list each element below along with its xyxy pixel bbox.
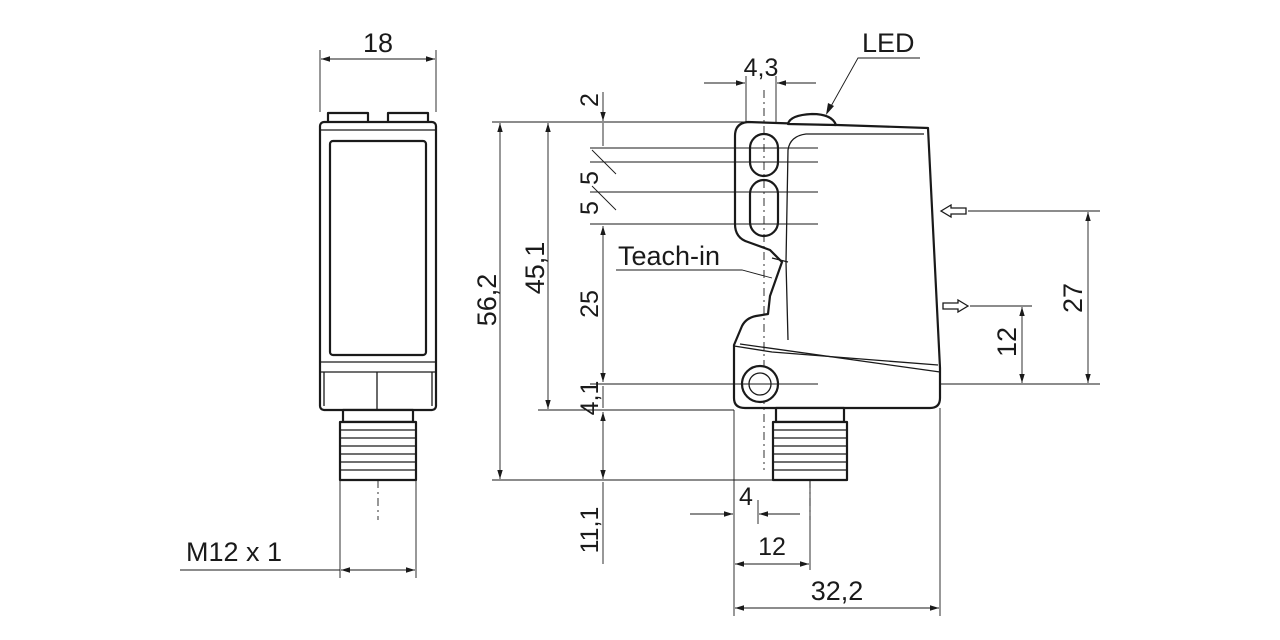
dim-conn-offset: 4	[739, 483, 753, 511]
dim-window-2: 5	[576, 201, 604, 215]
teach-in-label: Teach-in	[618, 241, 720, 271]
dim-beam-height-1: 27	[1058, 283, 1088, 313]
side-housing	[732, 120, 942, 410]
beam-out-arrow	[942, 298, 970, 314]
dim-teach-offset: 25	[576, 290, 604, 318]
thread-label: M12 x 1	[186, 537, 282, 567]
dim-height-total: 56,2	[472, 274, 502, 327]
front-width-label: 18	[363, 28, 393, 58]
front-housing	[318, 120, 438, 412]
front-connector-neck	[341, 408, 415, 424]
led-indicator	[786, 112, 838, 127]
dim-top-width: 4,3	[744, 54, 779, 82]
led-label: LED	[862, 28, 915, 58]
dim-top-offset: 2	[576, 93, 604, 107]
dim-connector-length: 11,1	[576, 507, 604, 554]
dim-height-inner: 45,1	[520, 242, 550, 295]
dim-window-1: 5	[576, 171, 604, 185]
side-connector-neck	[774, 406, 846, 424]
dim-beam-height-2: 12	[992, 327, 1022, 357]
dim-total-depth: 32,2	[811, 576, 864, 606]
dim-mount-offset: 4,1	[576, 381, 604, 416]
front-connector-thread	[338, 420, 418, 482]
side-connector-thread	[771, 420, 849, 482]
lens-slot-receiver	[748, 178, 780, 238]
teach-in-leader	[616, 269, 773, 279]
front-lens-window	[328, 139, 428, 357]
front-view: 18 M12 x 1	[180, 28, 438, 578]
dim-conn-width: 12	[758, 533, 786, 561]
led-leader	[829, 57, 920, 109]
beam-in-arrow	[939, 203, 967, 219]
side-view: LED Teach-in 56,2 45,1 2 5 5 25 4,1	[472, 28, 1100, 616]
